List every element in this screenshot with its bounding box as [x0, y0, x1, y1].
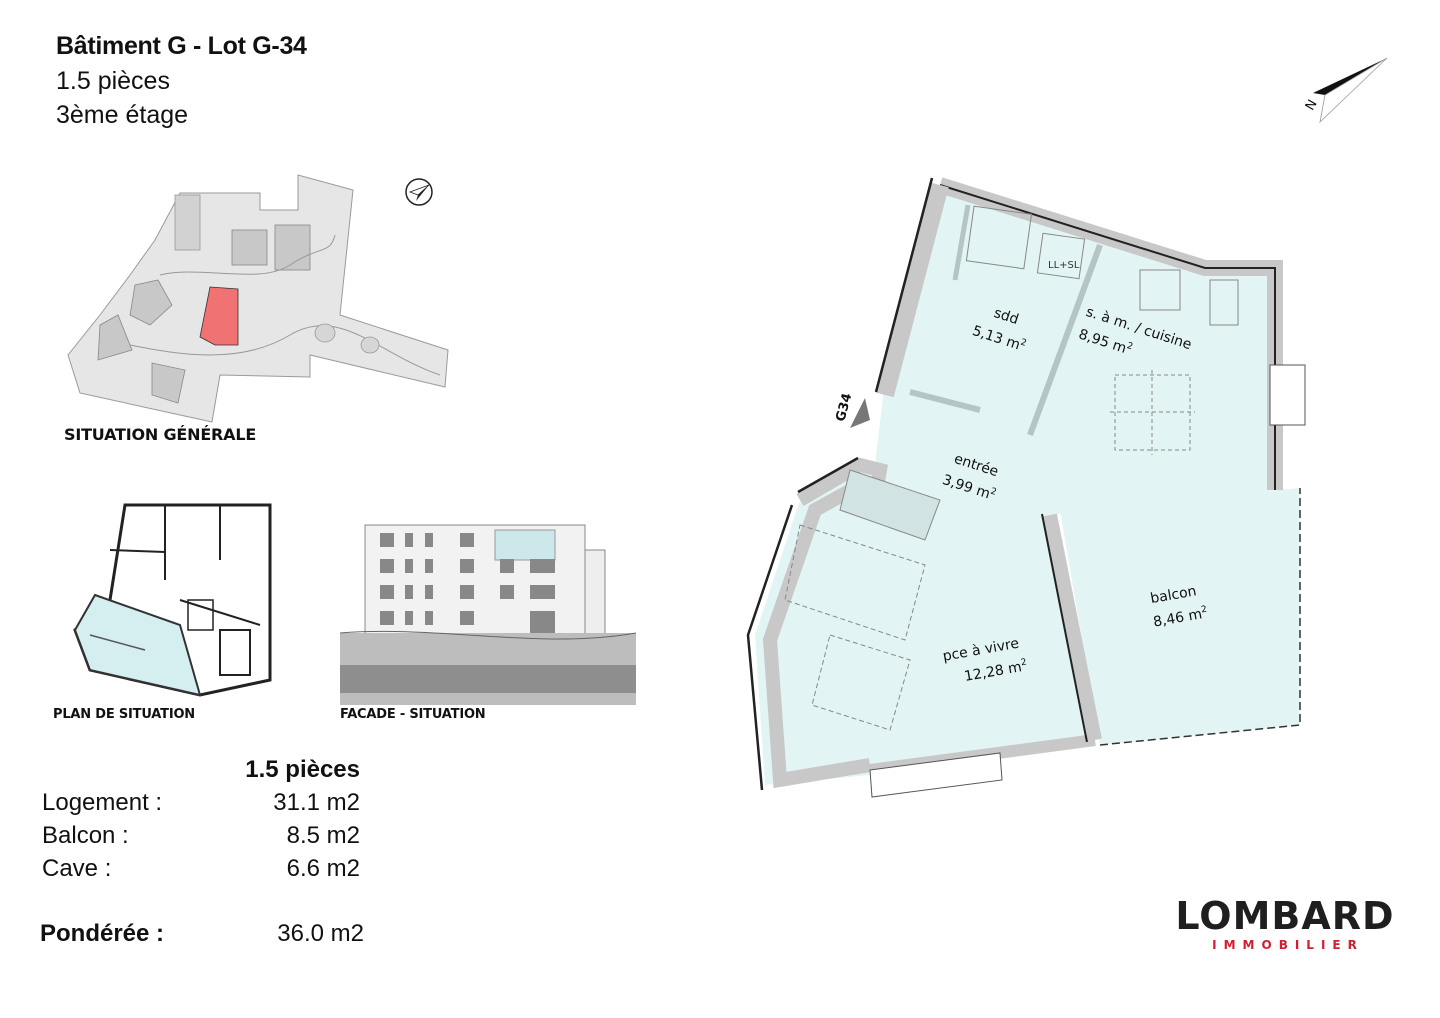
summary-value: 31.1 m2 — [273, 789, 360, 816]
facade-thumbnail — [339, 515, 637, 705]
summary-row: Cave : 6.6 m2 — [38, 855, 378, 888]
apartment-floor-plan: LL+SL — [740, 170, 1320, 820]
brand-tagline: IMMOBILIER — [1212, 938, 1364, 952]
facade-caption: FACADE - SITUATION — [340, 707, 486, 722]
brand-logo: LOMBARD IMMOBILIER — [1170, 896, 1400, 952]
summary-weighted-row: Pondérée : 36.0 m2 — [38, 920, 378, 953]
fixture-label: LL+SL — [1048, 260, 1080, 271]
floor-plan-caption: PLAN DE SITUATION — [53, 707, 195, 722]
floor-subtitle: 3ème étage — [56, 101, 189, 129]
summary-heading: 1.5 pièces — [245, 756, 360, 783]
summary-label: Logement : — [42, 789, 163, 816]
weighted-value: 36.0 m2 — [277, 920, 364, 947]
summary-value: 8.5 m2 — [286, 822, 360, 849]
building-floor-plan-thumbnail — [70, 500, 285, 700]
brand-name: LOMBARD — [1175, 894, 1395, 938]
summary-row: Logement : 31.1 m2 — [38, 789, 378, 822]
site-plan-caption: SITUATION GÉNÉRALE — [64, 425, 257, 444]
summary-row: Balcon : 8.5 m2 — [38, 822, 378, 855]
svg-text:N: N — [1303, 97, 1321, 113]
site-compass-icon — [404, 177, 434, 207]
summary-label: Cave : — [42, 855, 112, 882]
summary-value: 6.6 m2 — [286, 855, 360, 882]
area-summary: 1.5 pièces Logement : 31.1 m2 Balcon : 8… — [38, 756, 378, 953]
weighted-label: Pondérée : — [40, 920, 165, 947]
rooms-subtitle: 1.5 pièces — [56, 67, 170, 95]
page-title: Bâtiment G - Lot G-34 — [56, 32, 307, 60]
north-arrow-icon: N — [1295, 55, 1395, 125]
lot-highlight — [199, 286, 239, 346]
site-plan-map — [60, 165, 460, 425]
summary-heading-row: 1.5 pièces — [38, 756, 378, 789]
summary-label: Balcon : — [42, 822, 129, 849]
